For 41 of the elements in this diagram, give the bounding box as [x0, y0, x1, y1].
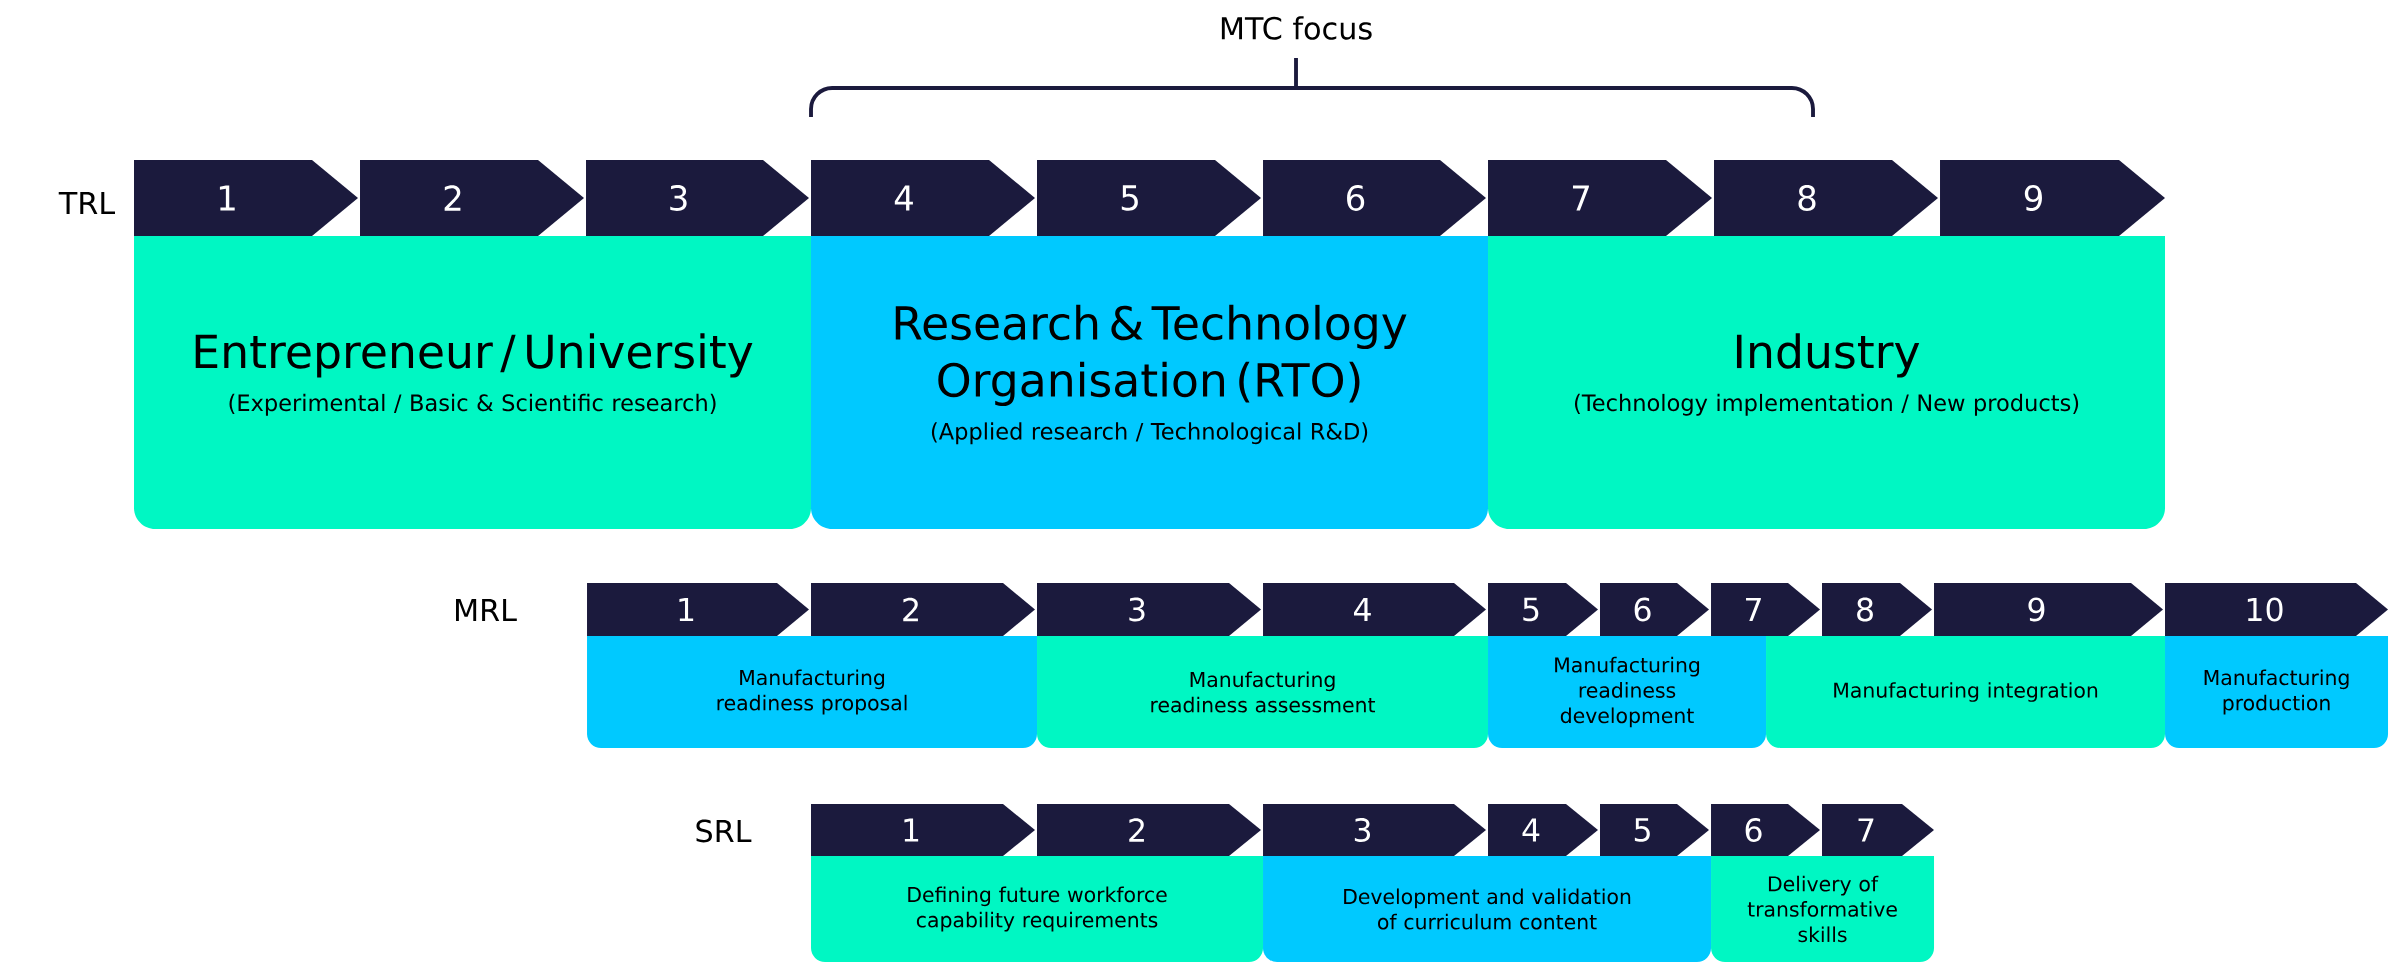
level-number-tab: 7: [1822, 804, 1934, 856]
stage-panel: Manufacturing production: [2165, 636, 2388, 748]
level-number-tab: 9: [1940, 160, 2165, 236]
level-number-tab: 4: [1488, 804, 1598, 856]
level-number-tab: 4: [1263, 583, 1486, 636]
level-number-tab: 2: [811, 583, 1035, 636]
scale-label: TRL: [58, 192, 115, 214]
stage-panel: Manufacturing integration: [1766, 636, 2165, 748]
level-number-tab: 8: [1714, 160, 1938, 236]
stage-panel: Development and validation of curriculum content: [1263, 856, 1711, 962]
level-number-tab: 2: [1037, 804, 1261, 856]
stage-panel: Delivery of transformative skills: [1711, 856, 1934, 962]
stage-panel: Manufacturing readiness development: [1488, 636, 1766, 748]
level-number-tab: 5: [1037, 160, 1261, 236]
level-number-tab: 2: [360, 160, 584, 236]
level-number-tab: 1: [134, 160, 358, 236]
level-number-tab: 5: [1600, 804, 1709, 856]
level-number-tab: 5: [1488, 583, 1598, 636]
focus-label: MTC focus: [1221, 16, 1372, 40]
level-number-tab: 3: [1263, 804, 1486, 856]
level-number-tab: 7: [1488, 160, 1712, 236]
scale-label: MRL: [456, 599, 517, 621]
stage-panel: Manufacturing readiness proposal: [587, 636, 1037, 748]
level-number-tab: 10: [2165, 583, 2388, 636]
level-number-tab: 1: [811, 804, 1035, 856]
level-number-tab: 3: [586, 160, 809, 236]
stage-panel: Entrepreneur / University (Experimental / Basic & Scientific research): [134, 236, 811, 529]
level-number-tab: 9: [1934, 583, 2163, 636]
stage-panel: Research & Technology Organisation (RTO) (Applied research / Technological R&D): [811, 236, 1488, 529]
stage-panel: Defining future workforce capability requirements: [811, 856, 1263, 962]
stage-panel: Industry (Technology implementation / New products): [1488, 236, 2165, 529]
scale-label: SRL: [696, 819, 752, 843]
level-number-tab: 8: [1822, 583, 1932, 636]
level-number-tab: 6: [1600, 583, 1709, 636]
level-number-tab: 4: [811, 160, 1035, 236]
level-number-tab: 6: [1711, 804, 1820, 856]
stage-panel: Manufacturing readiness assessment: [1037, 636, 1488, 748]
level-number-tab: 3: [1037, 583, 1261, 636]
level-number-tab: 1: [587, 583, 809, 636]
level-number-tab: 6: [1263, 160, 1486, 236]
level-number-tab: 7: [1711, 583, 1820, 636]
